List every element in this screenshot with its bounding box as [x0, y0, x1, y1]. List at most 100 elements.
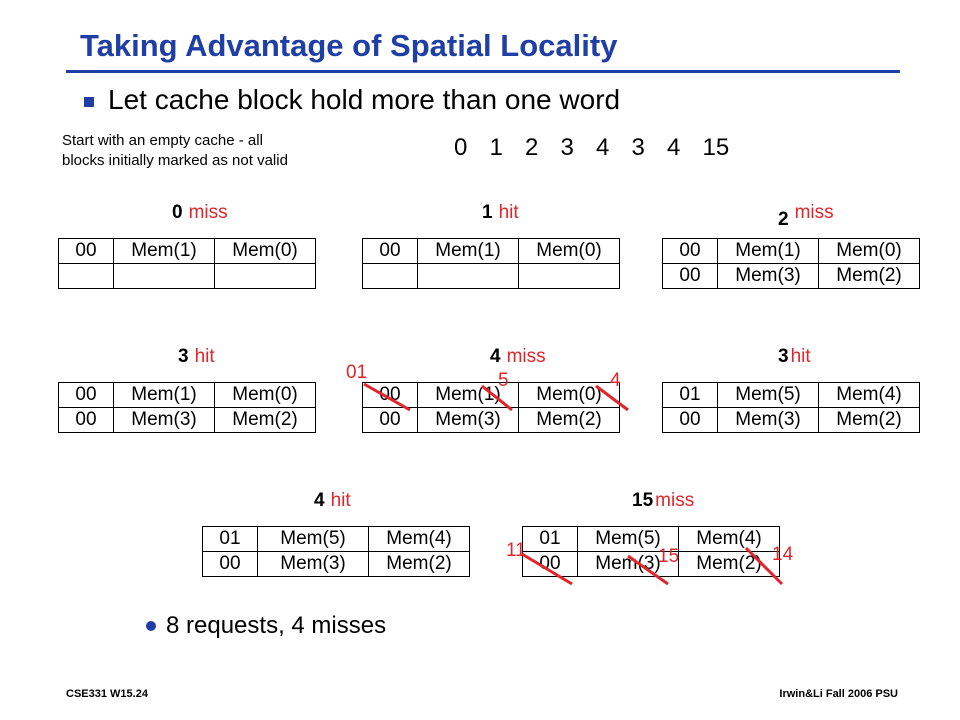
tag-cell: 00	[58, 382, 114, 408]
tag-cell: 01	[662, 382, 718, 408]
step-address: 4	[490, 346, 501, 367]
word0-cell: Mem(0)	[818, 238, 920, 264]
tag-cell: 00	[662, 407, 718, 433]
word0-cell: Mem(4)	[818, 382, 920, 408]
overwrite-word1-value: 5	[498, 370, 509, 391]
word1-cell: Mem(1)	[417, 238, 519, 264]
word1-cell: Mem(1)	[113, 382, 215, 408]
word0-cell: Mem(2)	[368, 551, 470, 577]
word0-cell: Mem(0)	[518, 382, 620, 408]
word0-cell: Mem(2)	[678, 551, 780, 577]
slide-title: Taking Advantage of Spatial Locality	[80, 28, 618, 63]
step-result: miss	[506, 346, 546, 367]
tag-cell: 00	[662, 238, 718, 264]
sequence-item: 15	[702, 134, 730, 161]
overwrite-word1-value: 15	[658, 546, 680, 567]
footer-left: CSE331 W15.24	[66, 688, 148, 700]
word0-cell: Mem(0)	[518, 238, 620, 264]
sequence-item: 4	[596, 134, 610, 161]
step-address: 15	[632, 490, 654, 511]
word0-cell	[214, 263, 316, 289]
tag-cell	[362, 263, 418, 289]
round-bullet-icon	[146, 621, 156, 631]
address-sequence: 0 1 2 3 4 3 4 15	[454, 134, 738, 162]
summary-text: 8 requests, 4 misses	[166, 612, 387, 639]
word1-cell: Mem(1)	[113, 238, 215, 264]
word0-cell: Mem(2)	[518, 407, 620, 433]
word0-cell: Mem(0)	[214, 382, 316, 408]
square-bullet-icon	[84, 97, 94, 107]
step-address: 0	[172, 202, 183, 223]
main-bullet-text: Let cache block hold more than one word	[108, 84, 621, 115]
tag-cell: 00	[58, 407, 114, 433]
step-address: 3	[178, 346, 189, 367]
empty-cache-note: Start with an empty cache - all blocks i…	[62, 131, 288, 171]
overwrite-word0-value: 14	[772, 544, 794, 565]
step-address: 1	[482, 202, 493, 223]
word1-cell: Mem(3)	[113, 407, 215, 433]
word1-cell: Mem(3)	[717, 407, 819, 433]
word0-cell: Mem(4)	[368, 526, 470, 552]
tag-cell: 00	[522, 551, 578, 577]
note-line-1: Start with an empty cache - all	[62, 132, 263, 149]
step-result: miss	[794, 202, 834, 223]
step-result: miss	[188, 202, 228, 223]
overwrite-tag-value: 11	[506, 540, 526, 561]
step-result: hit	[194, 346, 215, 367]
word0-cell	[518, 263, 620, 289]
title-underline	[66, 70, 900, 73]
sequence-item: 4	[667, 134, 681, 161]
word1-cell: Mem(3)	[417, 407, 519, 433]
tag-cell	[58, 263, 114, 289]
cache-row	[58, 263, 316, 289]
word1-cell: Mem(3)	[717, 263, 819, 289]
cache-row	[362, 263, 620, 289]
tag-cell: 00	[58, 238, 114, 264]
step-result: hit	[498, 202, 519, 223]
sequence-item: 3	[631, 134, 645, 161]
tag-cell: 00	[362, 407, 418, 433]
step-result: hit	[790, 346, 811, 367]
sequence-item: 1	[489, 134, 503, 161]
sequence-item: 3	[560, 134, 574, 161]
tag-cell: 00	[202, 551, 258, 577]
word1-cell: Mem(5)	[257, 526, 369, 552]
tag-cell: 00	[362, 382, 418, 408]
step-result: hit	[330, 490, 351, 511]
step-address: 3	[778, 346, 789, 367]
word1-cell: Mem(5)	[577, 526, 679, 552]
tag-cell: 01	[522, 526, 578, 552]
sequence-item: 2	[525, 134, 539, 161]
word0-cell: Mem(0)	[214, 238, 316, 264]
sequence-item: 0	[454, 134, 468, 161]
tag-cell: 00	[362, 238, 418, 264]
note-line-2: blocks initially marked as not valid	[62, 152, 288, 169]
word1-cell: Mem(3)	[257, 551, 369, 577]
